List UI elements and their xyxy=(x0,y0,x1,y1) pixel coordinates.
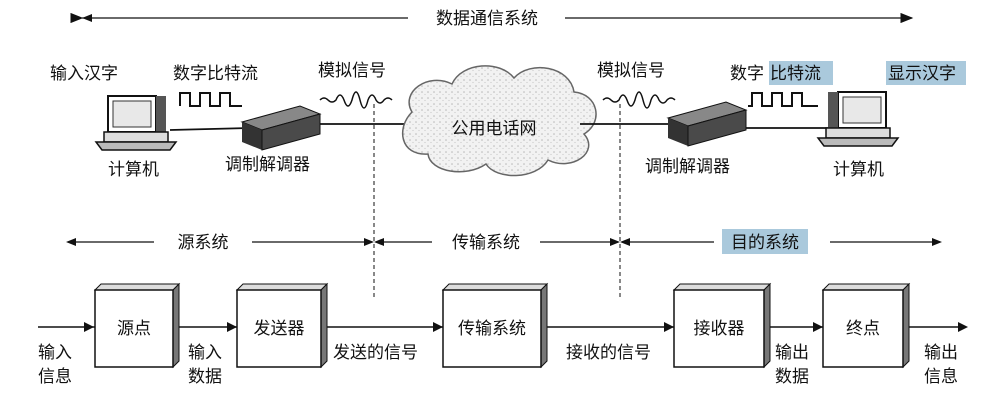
right-analog-wave-icon xyxy=(602,91,676,109)
right-square-wave-icon xyxy=(748,92,818,107)
right-analog-label: 模拟信号 xyxy=(597,61,665,81)
right-bitstream-label-b: 比特流 xyxy=(770,64,821,84)
output-data-label-2: 数据 xyxy=(775,367,809,387)
source-block xyxy=(93,282,181,369)
destination-system-span xyxy=(620,238,942,246)
left-square-wave-icon xyxy=(179,92,242,107)
destination-label-highlight xyxy=(722,229,808,254)
left-bitstream-label: 数字比特流 xyxy=(173,64,258,84)
transmission-block xyxy=(441,282,549,369)
destination-block xyxy=(821,282,911,369)
transmission-system-label: 传输系统 xyxy=(452,233,520,253)
transmitter-block xyxy=(235,282,329,369)
left-analog-wave-icon xyxy=(319,91,393,109)
destination-block-label: 终点 xyxy=(846,319,880,339)
source-system-label: 源系统 xyxy=(178,233,229,253)
input-info-label-1: 输入 xyxy=(38,343,72,363)
transmission-system-span xyxy=(374,238,620,246)
left-computer-label: 计算机 xyxy=(108,160,159,180)
input-data-label-2: 数据 xyxy=(188,367,222,387)
source-block-label: 源点 xyxy=(117,319,151,339)
right-bitstream-label-a: 数字 xyxy=(730,64,764,84)
receiver-block xyxy=(672,282,772,369)
display-chinese-label: 显示汉字 xyxy=(888,64,956,84)
left-modem-label: 调制解调器 xyxy=(225,155,310,175)
right-modem-icon xyxy=(666,101,748,147)
right-bitstream-highlight xyxy=(769,61,833,85)
source-system-span xyxy=(66,238,374,246)
input-data-label-1: 输入 xyxy=(188,343,222,363)
telephone-network-cloud xyxy=(402,65,597,177)
sent-signal-label: 发送的信号 xyxy=(333,343,418,363)
transmission-block-label: 传输系统 xyxy=(458,319,526,339)
system-span-arrow xyxy=(70,12,914,24)
display-label-highlight xyxy=(886,61,966,85)
receiver-block-label: 接收器 xyxy=(694,319,745,339)
right-computer-icon xyxy=(816,91,900,147)
system-span-label: 数据通信系统 xyxy=(436,9,538,29)
cloud-label: 公用电话网 xyxy=(452,119,537,139)
received-signal-label: 接收的信号 xyxy=(566,343,651,363)
output-info-label-2: 信息 xyxy=(924,367,958,387)
input-chinese-label: 输入汉字 xyxy=(50,64,118,84)
right-computer-label: 计算机 xyxy=(833,160,884,180)
left-modem-icon xyxy=(240,105,322,151)
transmitter-block-label: 发送器 xyxy=(254,319,305,339)
input-info-label-2: 信息 xyxy=(38,367,72,387)
left-analog-label: 模拟信号 xyxy=(318,61,386,81)
right-modem-label: 调制解调器 xyxy=(645,157,730,177)
output-data-label-1: 输出 xyxy=(775,343,809,363)
left-computer-icon xyxy=(94,95,178,151)
output-info-label-1: 输出 xyxy=(924,343,958,363)
destination-system-label: 目的系统 xyxy=(731,233,799,253)
